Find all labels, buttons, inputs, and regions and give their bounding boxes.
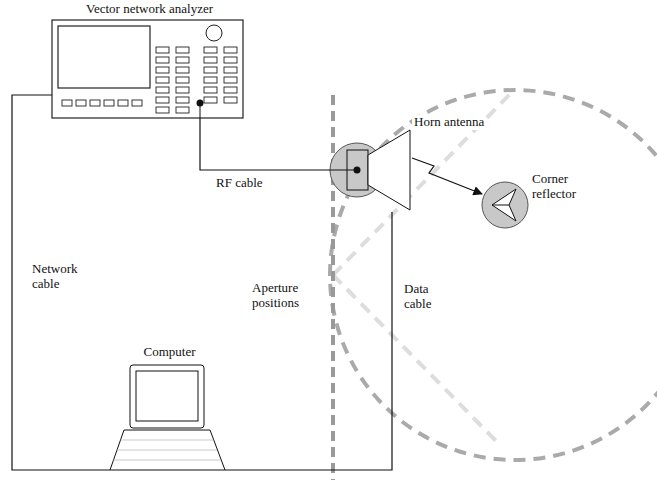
feed-dot xyxy=(354,167,361,174)
annotation: Aperture positions xyxy=(250,281,328,311)
button xyxy=(156,87,169,93)
cable-connector xyxy=(225,212,392,470)
button xyxy=(224,77,237,83)
reflector-mount xyxy=(482,182,528,228)
aperture-line xyxy=(331,95,335,480)
analyzer: Vector network analyzer xyxy=(52,0,243,118)
button xyxy=(156,97,169,103)
beam-edge xyxy=(333,275,500,445)
button xyxy=(224,57,237,63)
laptop-keys xyxy=(114,440,221,460)
button xyxy=(156,57,169,63)
button xyxy=(204,57,217,63)
corner-reflector: Corner reflector xyxy=(482,182,528,228)
analyzer-body xyxy=(52,20,243,118)
key-row xyxy=(117,450,217,451)
button xyxy=(104,100,114,106)
button xyxy=(90,100,100,106)
laptop-screen xyxy=(130,365,204,428)
button xyxy=(176,77,189,83)
button xyxy=(62,100,72,106)
button xyxy=(204,97,217,103)
cable-label: RF cable xyxy=(214,176,278,191)
button xyxy=(76,100,86,106)
cable-connector xyxy=(12,95,110,470)
analyzer-knob xyxy=(206,25,222,41)
analyzer-screen xyxy=(58,26,150,88)
laptop-base xyxy=(110,430,225,470)
button xyxy=(176,57,189,63)
button xyxy=(132,100,142,106)
key-row xyxy=(114,460,221,461)
cable-lead xyxy=(330,170,357,171)
cable-label: Network cable xyxy=(30,262,90,292)
reflector-symbol xyxy=(492,189,516,221)
key-row xyxy=(121,440,214,441)
cable-label: Data cable xyxy=(402,282,446,312)
computer: Computer xyxy=(110,345,225,475)
node-label: Corner reflector xyxy=(530,172,596,202)
scan-circle xyxy=(330,90,657,460)
laptop-display xyxy=(136,371,198,421)
button xyxy=(176,47,189,53)
button xyxy=(224,67,237,73)
button xyxy=(176,67,189,73)
button xyxy=(224,87,237,93)
horn-symbol xyxy=(368,130,410,210)
button xyxy=(156,77,169,83)
button xyxy=(156,47,169,53)
button xyxy=(224,47,237,53)
port-lead xyxy=(200,103,201,118)
button xyxy=(224,97,237,103)
button xyxy=(118,100,128,106)
button xyxy=(176,87,189,93)
button xyxy=(204,47,217,53)
button xyxy=(204,77,217,83)
node-label: Computer xyxy=(110,345,229,360)
button xyxy=(176,97,189,103)
analyzer-buttons xyxy=(62,47,237,113)
button xyxy=(156,67,169,73)
node-label: Vector network analyzer xyxy=(52,2,247,17)
node-label: Horn antenna xyxy=(412,115,486,130)
button xyxy=(176,107,189,113)
cable-connector xyxy=(412,158,482,194)
cable-connector xyxy=(200,118,330,170)
button xyxy=(204,87,217,93)
horn-antenna: Horn antenna xyxy=(330,128,412,212)
button xyxy=(156,107,169,113)
button xyxy=(204,67,217,73)
